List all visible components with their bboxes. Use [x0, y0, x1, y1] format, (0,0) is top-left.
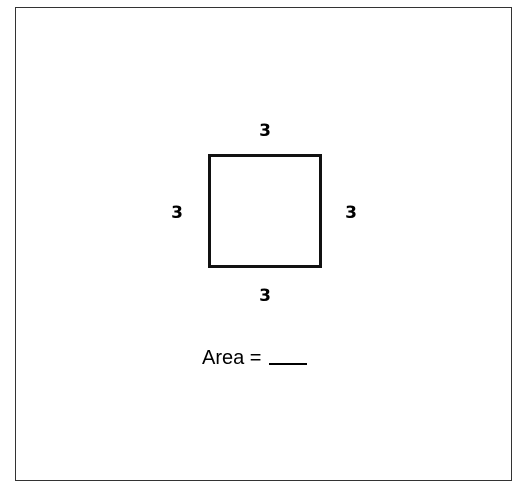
area-prompt-label: Area =: [202, 347, 262, 369]
side-length-left: 3: [171, 203, 183, 223]
area-prompt-row: Area =: [202, 340, 308, 370]
side-length-bottom: 3: [259, 286, 271, 306]
side-length-top: 3: [259, 121, 271, 141]
problem-frame: 3 3 3 3 Area =: [15, 7, 512, 481]
answer-blank[interactable]: [269, 363, 308, 365]
square-shape: [208, 154, 322, 268]
side-length-right: 3: [345, 203, 357, 223]
